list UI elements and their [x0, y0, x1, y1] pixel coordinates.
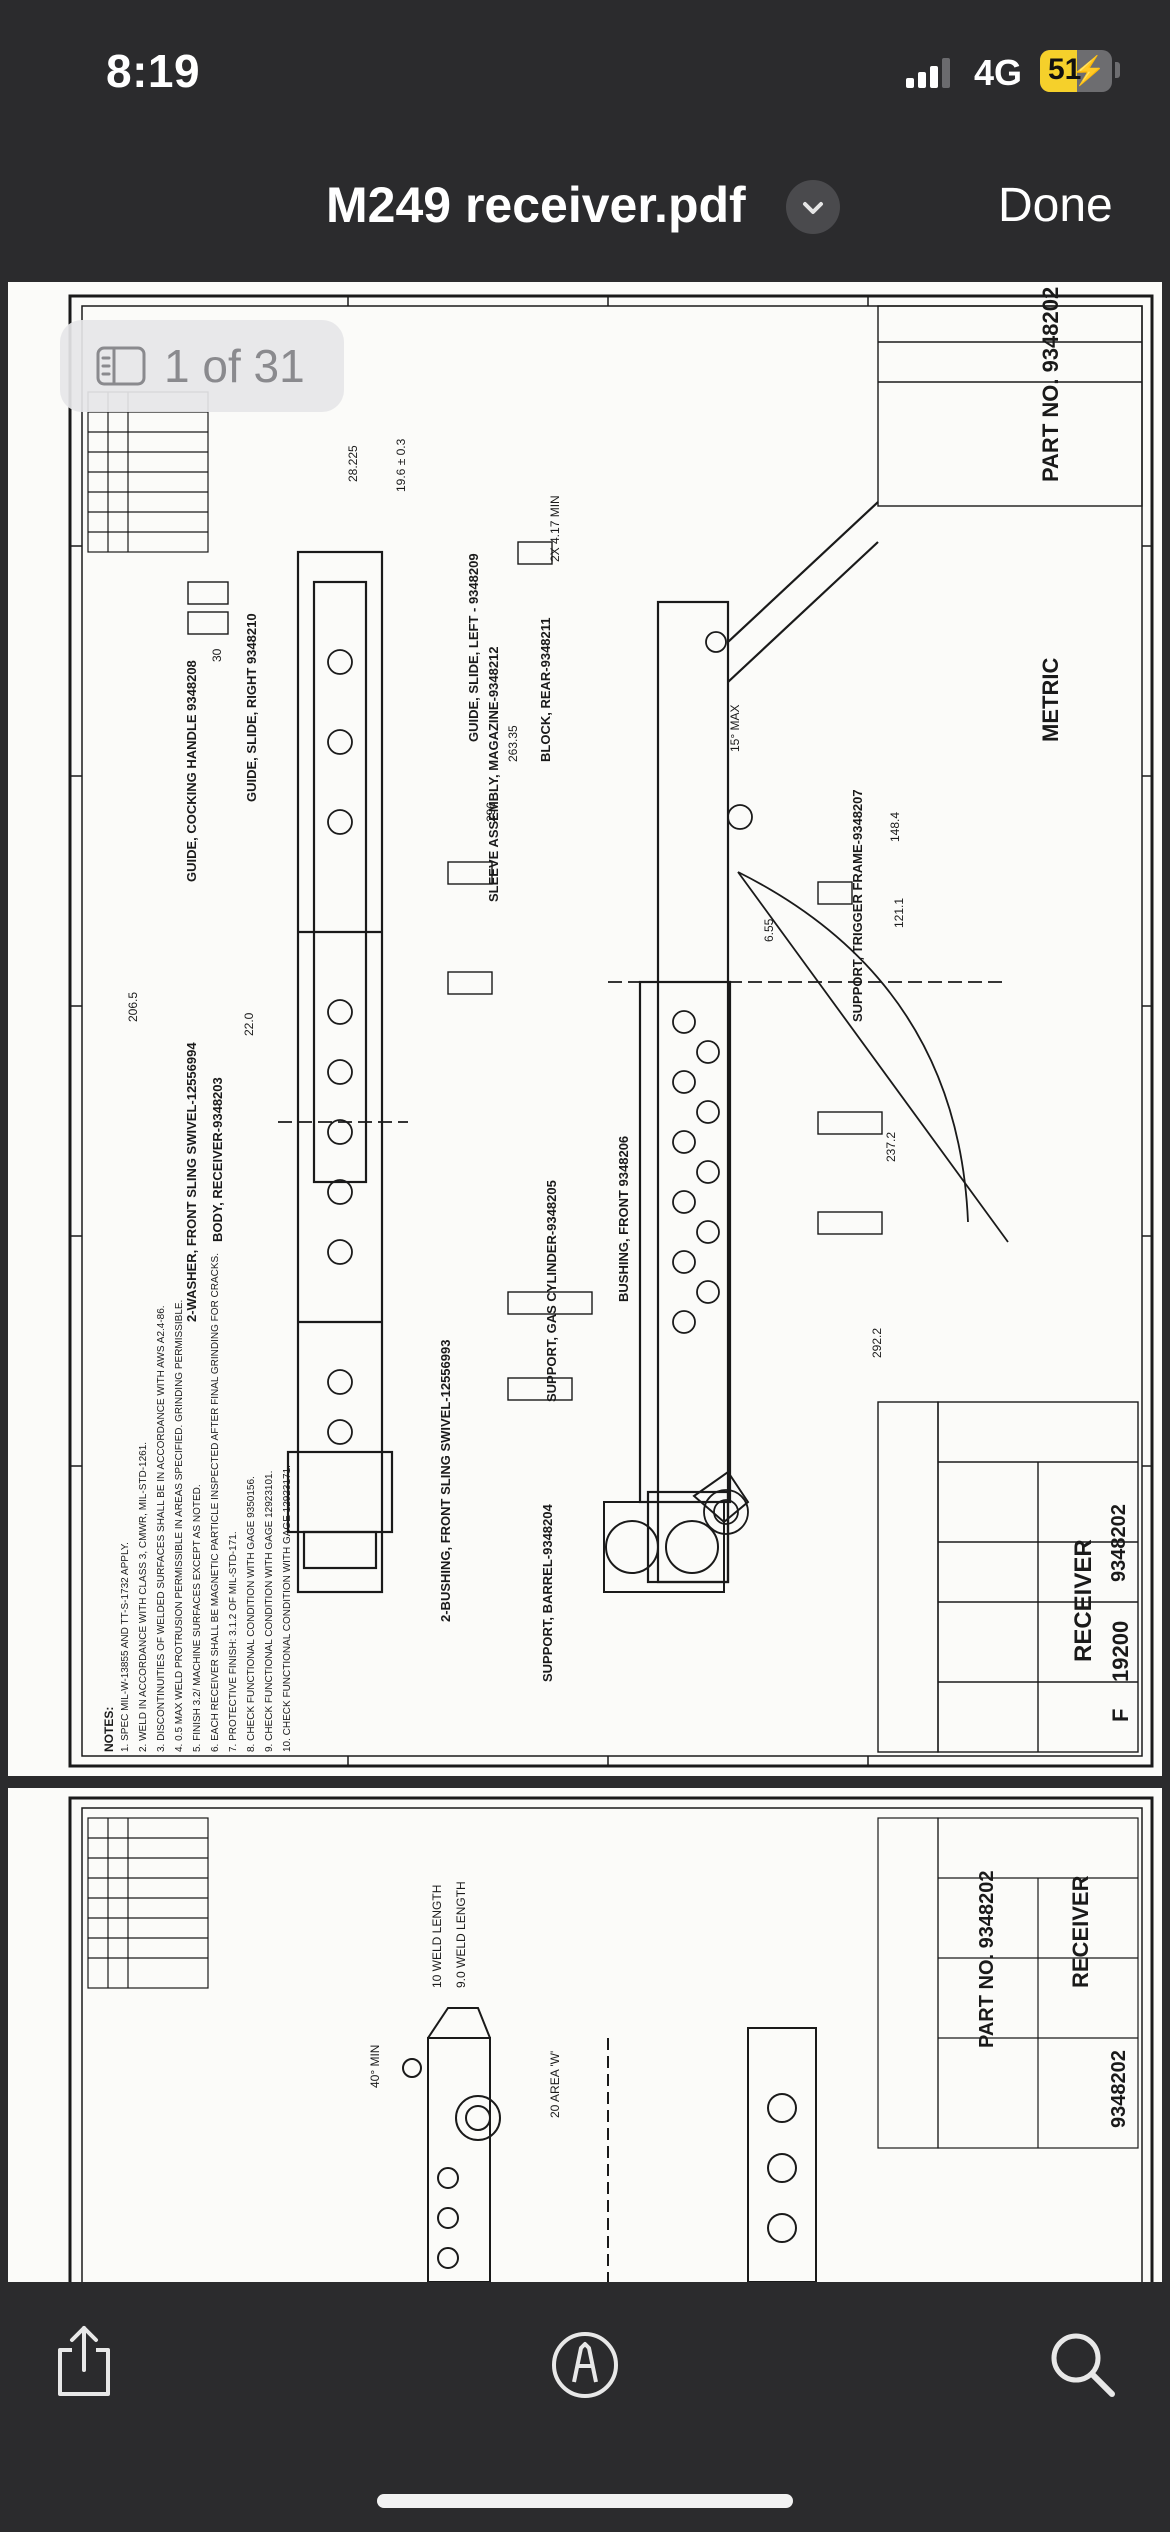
dim-292-2: 292.2	[870, 1327, 884, 1358]
done-button[interactable]: Done	[998, 179, 1113, 232]
drawing-number: 9348202	[1108, 1504, 1130, 1582]
search-button[interactable]	[1048, 2330, 1118, 2405]
charging-bolt-icon: ⚡	[1071, 55, 1106, 86]
engineering-drawing-receiver	[68, 294, 1154, 1768]
dim-22-0: 22.0	[242, 1012, 256, 1036]
note-2: 2. WELD IN ACCORDANCE WITH CLASS 3, CMWR…	[138, 1441, 149, 1752]
battery-percent: 51	[1048, 53, 1082, 86]
notes-title: NOTES:	[102, 1706, 116, 1752]
drawing-size: F	[1108, 1708, 1133, 1722]
battery-level-fill	[1040, 50, 1077, 92]
drawing-number-2: 9348202	[1108, 2050, 1130, 2128]
network-type: 4G	[974, 52, 1023, 93]
battery-cap	[1115, 62, 1120, 78]
note-3: 3. DISCONTINUITIES OF WELDED SURFACES SH…	[156, 1305, 167, 1752]
note-1: 1. SPEC MIL-W-13855 AND TT-S-1732 APPLY.	[120, 1542, 131, 1752]
callout-guide-slide-left: GUIDE, SLIDE, LEFT - 9348209	[466, 553, 481, 742]
search-icon	[1051, 2333, 1115, 2397]
dim-237-2: 237.2	[884, 1131, 898, 1162]
bottom-toolbar	[0, 2282, 1170, 2532]
home-indicator[interactable]	[377, 2494, 793, 2508]
dim-121-1: 121.1	[892, 897, 906, 928]
callout-support-barrel: SUPPORT, BARREL-9348204	[540, 1504, 555, 1682]
cellular-signal-icon	[906, 58, 950, 88]
drawing-text-layer: PART NO. 9348202 METRIC RECEIVER 19200 F…	[8, 282, 1162, 1776]
callout-support-gas-cylinder: SUPPORT, GAS CYLINDER-9348205	[544, 1180, 559, 1402]
drawing-title-2: RECEIVER	[1068, 1875, 1093, 1988]
note-8: 8. CHECK FUNCTIONAL CONDITION WITH GAGE …	[246, 1476, 257, 1752]
callout-sleeve-assembly: SLEEVE ASSEMBLY, MAGAZINE-9348212	[486, 646, 501, 902]
note-6: 6. EACH RECEIVER SHALL BE MAGNETIC PARTI…	[210, 1253, 221, 1752]
dim-40-min: 40° MIN	[368, 2044, 382, 2088]
drawing-text-layer-2: PART NO. 9348202 RECEIVER 9348202 10 WEL…	[8, 1788, 1162, 2282]
status-bar: 8:19 4G 51 ⚡	[0, 0, 1170, 150]
share-icon	[58, 2326, 110, 2396]
markup-pen-icon	[552, 2332, 618, 2398]
callout-washer-sling-swivel: 2-WASHER, FRONT SLING SWIVEL-12556994	[184, 1042, 199, 1322]
dim-10-weld-length: 10 WELD LENGTH	[430, 1884, 444, 1988]
callout-body-receiver: BODY, RECEIVER-9348203	[210, 1077, 225, 1242]
note-10: 10. CHECK FUNCTIONAL CONDITION WITH GAGE…	[282, 1465, 293, 1752]
note-5: 5. FINISH 3.2/ MACHINE SURFACES EXCEPT A…	[192, 1484, 203, 1752]
sidebar-thumbnails-icon	[96, 346, 146, 386]
pdf-page-2[interactable]: PART NO. 9348202 RECEIVER 9348202 10 WEL…	[8, 1788, 1162, 2282]
dim-28-225: 28.225	[346, 445, 360, 482]
callout-bushing-front: BUSHING, FRONT 9348206	[616, 1135, 631, 1302]
cage-code: 19200	[1108, 1620, 1133, 1682]
dim-4-17-min: 2X 4.17 MIN	[548, 495, 562, 562]
page-indicator: 1 of 31	[60, 320, 344, 412]
markup-button[interactable]	[550, 2330, 620, 2405]
callout-guide-cocking-handle: GUIDE, COCKING HANDLE 9348208	[184, 660, 199, 882]
part-number-label-2: PART NO. 9348202	[976, 1870, 998, 2049]
dim-263-35: 263.35	[506, 725, 520, 762]
pdf-document-view[interactable]: PART NO. 9348202 METRIC RECEIVER 19200 F…	[0, 278, 1170, 2282]
dim-9-weld-length: 9.0 WELD LENGTH	[454, 1881, 468, 1988]
dim-30: 30	[210, 648, 224, 662]
dim-15-max: 15° MAX	[728, 704, 742, 752]
metric-label: METRIC	[1038, 657, 1063, 742]
dim-206-5: 206.5	[126, 991, 140, 1022]
drawing-title: RECEIVER	[1070, 1539, 1097, 1662]
status-time: 8:19	[106, 45, 201, 97]
note-4: 4. 0.5 MAX WELD PROTRUSION PERMISSIBLE I…	[174, 1299, 185, 1752]
title-menu-chevron-down-icon[interactable]	[786, 180, 840, 234]
page-indicator-text: 1 of 31	[164, 340, 305, 392]
document-title[interactable]: M249 receiver.pdf	[326, 177, 746, 233]
callout-block-rear: BLOCK, REAR-9348211	[538, 617, 553, 763]
pdf-page-1[interactable]: PART NO. 9348202 METRIC RECEIVER 19200 F…	[8, 282, 1162, 1776]
engineering-drawing-receiver-sheet-2	[68, 1796, 1154, 2282]
callout-guide-slide-right: GUIDE, SLIDE, RIGHT 9348210	[244, 613, 259, 802]
navigation-bar: M249 receiver.pdf Done	[0, 150, 1170, 278]
share-button[interactable]	[52, 2324, 116, 2403]
note-7: 7. PROTECTIVE FINISH: 3.1.2 OF MIL-STD-1…	[228, 1531, 239, 1752]
battery-icon: 51 ⚡	[1040, 50, 1112, 92]
dim-6-55: 6.55	[762, 918, 776, 942]
dim-19-6: 19.6 ± 0.3	[394, 438, 408, 492]
callout-bushing-sling-swivel: 2-BUSHING, FRONT SLING SWIVEL-12556993	[438, 1339, 453, 1622]
note-9: 9. CHECK FUNCTIONAL CONDITION WITH GAGE …	[264, 1470, 275, 1752]
part-number-label: PART NO. 9348202	[1038, 286, 1063, 482]
dim-296: 296	[484, 801, 498, 822]
dim-148-4: 148.4	[888, 811, 902, 842]
callout-support-trigger-frame: SUPPORT, TRIGGER FRAME-9348207	[850, 789, 865, 1022]
dim-20-area-w: 20 AREA 'W'	[548, 2050, 562, 2118]
